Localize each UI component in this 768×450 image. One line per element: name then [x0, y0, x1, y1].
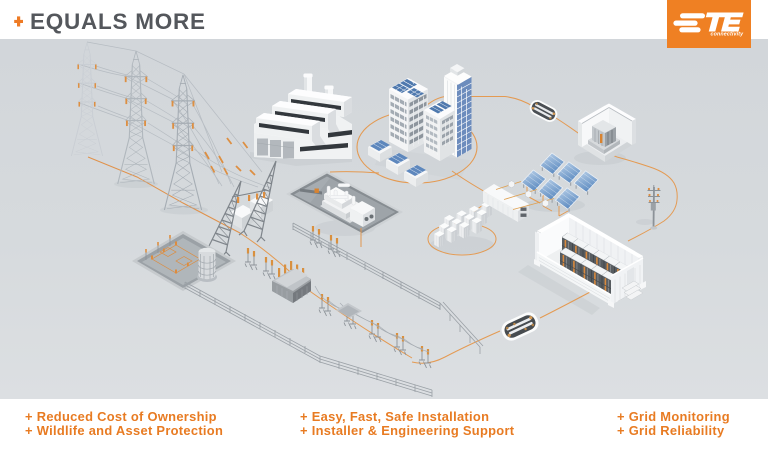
svg-text:+ Grid Reliability: + Grid Reliability	[617, 423, 725, 438]
svg-text:connectivity: connectivity	[711, 32, 745, 38]
svg-text:+ Wildlife and Asset Protectio: + Wildlife and Asset Protection	[25, 423, 223, 438]
svg-text:+ Grid Monitoring: + Grid Monitoring	[617, 409, 730, 424]
svg-text:+ Installer & Engineering Supp: + Installer & Engineering Support	[300, 423, 515, 438]
svg-text:+ Reduced Cost of Ownership: + Reduced Cost of Ownership	[25, 409, 217, 424]
svg-text:+ Easy, Fast, Safe Installatio: + Easy, Fast, Safe Installation	[300, 409, 489, 424]
svg-text:EQUALS MORE: EQUALS MORE	[30, 9, 206, 34]
